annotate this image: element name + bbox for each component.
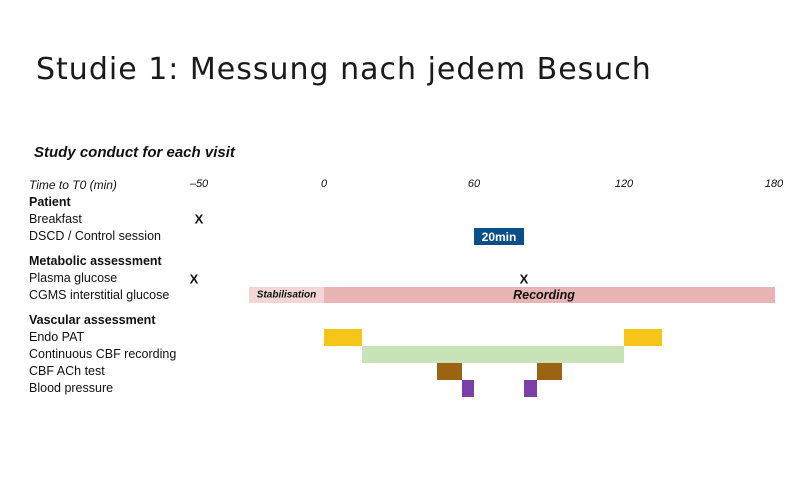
cgms-stabilisation-label: Stabilisation — [256, 289, 317, 301]
tick-label-3: 120 — [614, 178, 634, 190]
row-label-endo-pat: Endo PAT — [29, 330, 85, 344]
row-label-cbf: Continuous CBF recording — [29, 347, 177, 361]
blood-pressure-bar-1 — [524, 380, 537, 397]
ach-test-bar-0 — [436, 363, 462, 380]
plasma-glucose-mark-1: X — [189, 271, 199, 287]
slide-title: Studie 1: Messung nach jedem Besuch — [36, 52, 652, 87]
section-heading-patient: Patient — [29, 195, 71, 209]
row-label-dscd: DSCD / Control session — [29, 229, 161, 243]
endo-pat-bar-1 — [624, 329, 662, 346]
diagram-title: Study conduct for each visit — [34, 144, 235, 161]
row-label-plasma-glucose: Plasma glucose — [29, 271, 118, 285]
section-heading-vascular: Vascular assessment — [29, 313, 156, 327]
plasma-glucose-mark-2: X — [519, 271, 529, 287]
tick-label-0: –50 — [189, 178, 209, 190]
row-label-breakfast: Breakfast — [29, 212, 82, 226]
row-label-ach: CBF ACh test — [29, 364, 105, 378]
endo-pat-bar-0 — [324, 329, 362, 346]
ach-test-bar-1 — [536, 363, 562, 380]
cgms-recording-label: Recording — [513, 288, 575, 302]
cgms-stabilisation-bar — [249, 287, 324, 303]
tick-label-2: 60 — [467, 178, 481, 190]
breakfast-mark: X — [194, 211, 204, 227]
tick-label-4: 180 — [764, 178, 784, 190]
cgms-recording-bar — [324, 287, 776, 303]
row-label-cgms: CGMS interstitial glucose — [29, 288, 170, 302]
tick-label-1: 0 — [320, 178, 328, 190]
cbf-recording-bar-0 — [361, 346, 624, 363]
row-label-bp: Blood pressure — [29, 381, 114, 395]
blood-pressure-bar-0 — [461, 380, 474, 397]
dscd-session-bar: 20min — [474, 228, 524, 245]
section-heading-metabolic: Metabolic assessment — [29, 254, 162, 268]
axis-label: Time to T0 (min) — [29, 178, 117, 192]
